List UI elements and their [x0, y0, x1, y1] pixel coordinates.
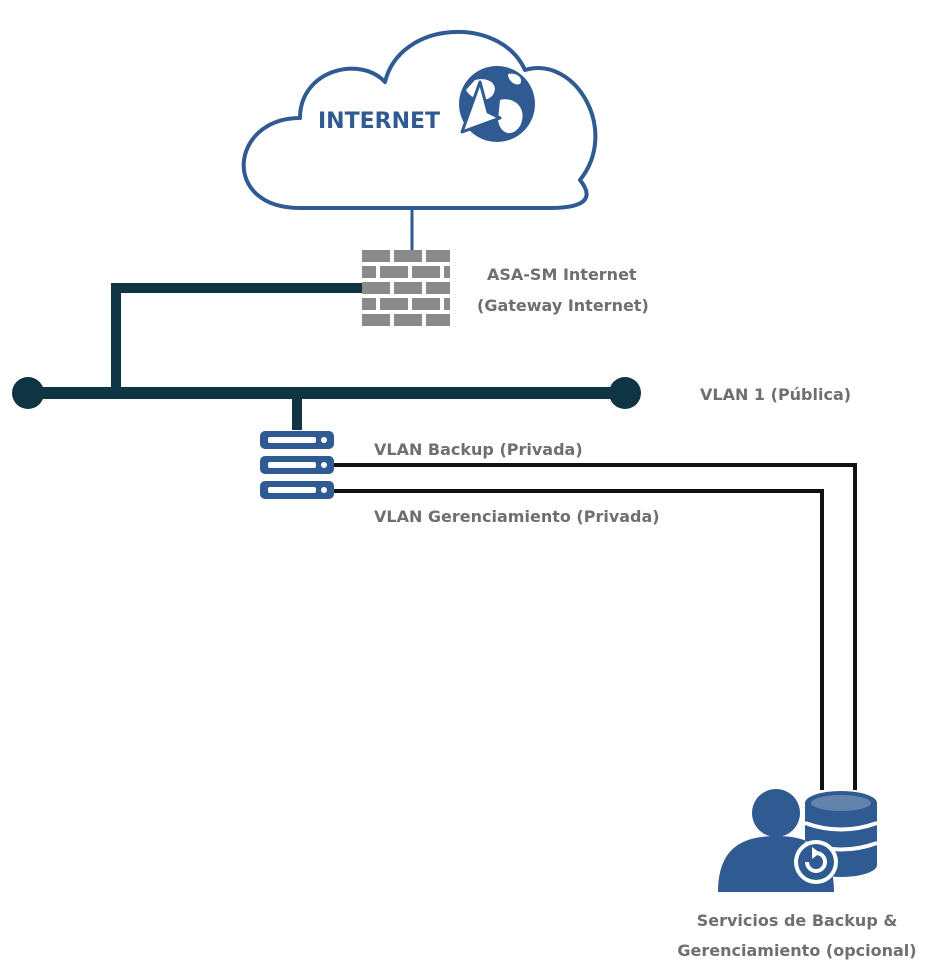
- internet-cloud: INTERNET: [241, 29, 598, 210]
- services-label-line2: Gerenciamiento (opcional): [677, 941, 916, 960]
- server-stack-icon: [260, 431, 334, 499]
- globe-with-cursor-icon: [459, 66, 535, 142]
- firewall-label-line1: ASA-SM Internet: [487, 265, 637, 284]
- vlan-management-label: VLAN Gerenciamiento (Privada): [374, 507, 660, 526]
- vlan-management-line: [334, 489, 824, 790]
- vlan-backup-line: [334, 463, 857, 790]
- public-vlan-bus: [12, 377, 641, 409]
- services-label-line1: Servicios de Backup &: [697, 911, 898, 930]
- cloud-label: INTERNET: [318, 109, 440, 134]
- vlan-public-label: VLAN 1 (Pública): [700, 385, 851, 404]
- firewall-icon: [362, 250, 450, 326]
- firewall-label-line2: (Gateway Internet): [477, 296, 649, 315]
- firewall-link: [111, 283, 362, 393]
- vlan-backup-label: VLAN Backup (Privada): [374, 440, 583, 459]
- user-database-backup-icon: [718, 789, 878, 892]
